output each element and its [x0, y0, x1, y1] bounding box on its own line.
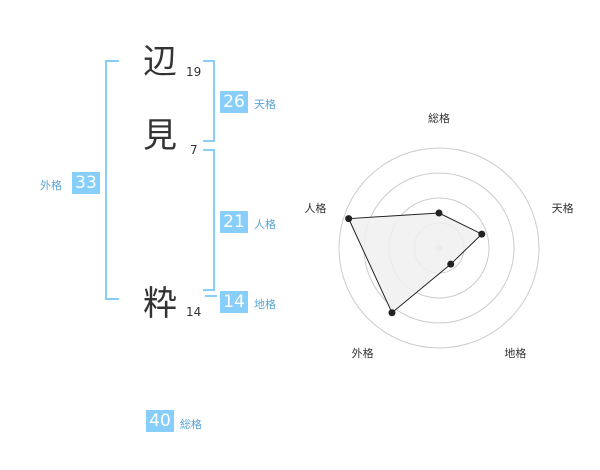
tenkaku-value: 26 [220, 91, 248, 113]
stroke-count-2: 7 [190, 143, 198, 157]
radar-point-3 [447, 260, 455, 268]
jinkaku-label: 人格 [254, 218, 276, 231]
name-char-3: 粋 [143, 284, 177, 324]
gaikaku-value: 33 [72, 172, 100, 194]
radar-axis-label-1: 総格 [428, 111, 450, 125]
chikaku-value: 14 [220, 291, 248, 313]
tenkaku-bracket [203, 60, 215, 142]
radar-point-2 [478, 230, 486, 238]
soukaku-label: 総格 [180, 418, 202, 431]
stroke-count-1: 19 [186, 65, 202, 79]
radar-polygon [347, 212, 483, 314]
chikaku-bracket-tick [205, 295, 217, 297]
name-char-2: 見 [143, 116, 177, 156]
gaikaku-bracket [105, 60, 119, 300]
chikaku-label: 地格 [254, 298, 276, 311]
gaikaku-label: 外格 [40, 179, 62, 192]
radar-axis-label-3: 地格 [504, 346, 526, 360]
radar-axis-label-2: 天格 [552, 201, 574, 215]
stroke-count-3: 14 [186, 305, 202, 319]
soukaku-value: 40 [146, 410, 174, 432]
tenkaku-label: 天格 [254, 98, 276, 111]
name-char-1: 辺 [143, 42, 177, 82]
radar-axis-label-5: 人格 [304, 201, 326, 215]
radar-point-5 [345, 215, 353, 223]
jinkaku-bracket [203, 149, 215, 291]
radar-point-1 [435, 209, 443, 217]
radar-point-4 [388, 309, 396, 317]
radar-ring [338, 147, 540, 349]
jinkaku-value: 21 [220, 211, 248, 233]
radar-axis-label-4: 外格 [352, 346, 374, 360]
